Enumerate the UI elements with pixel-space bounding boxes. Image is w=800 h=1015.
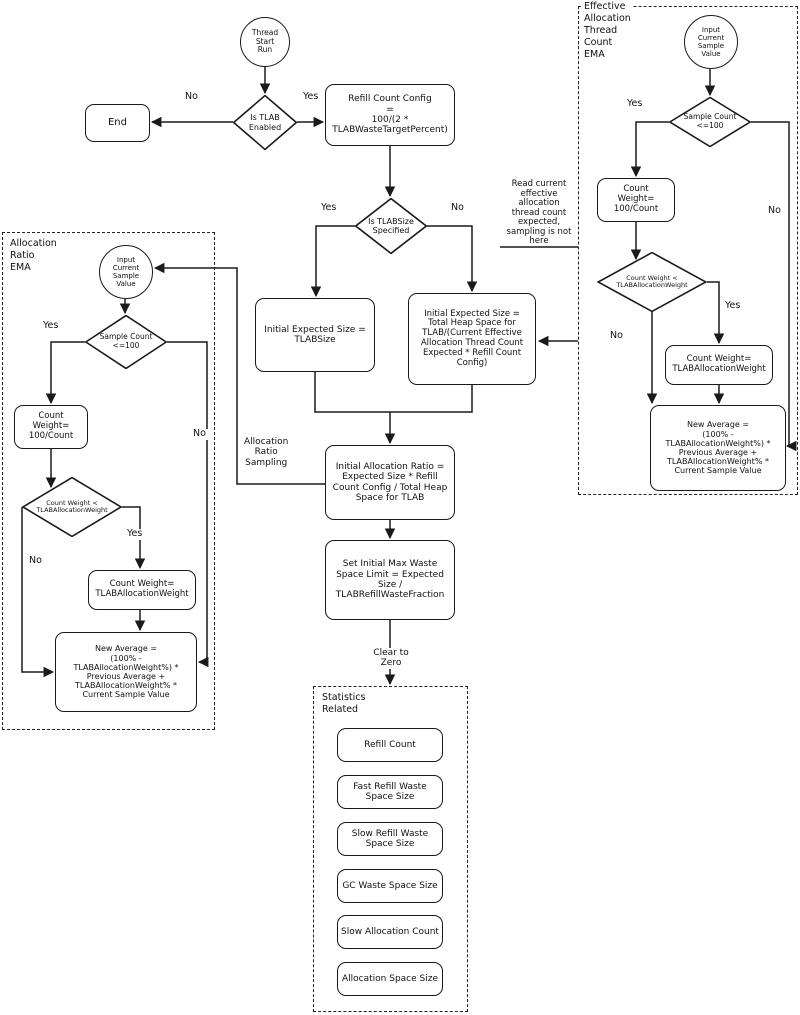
left-ema-input-node: Input Current Sample Value bbox=[99, 245, 153, 299]
decision-label: Sample Count <=100 bbox=[683, 112, 737, 130]
edge-left-sample-no-to-new-average bbox=[167, 341, 209, 668]
decision-label: Count Weight < TLABAllocationWeight bbox=[616, 273, 688, 289]
edge-ratio-sampling-to-ema-input bbox=[153, 262, 325, 485]
left-ema-sample-count-decision: Sample Count <=100 bbox=[85, 315, 167, 369]
diamond-shape bbox=[355, 198, 427, 254]
set-initial-max-waste-label: Set Initial Max Waste Space Limit = Expe… bbox=[335, 559, 445, 601]
right-ema-new-average-node: New Average = (100% - TLABAllocationWeig… bbox=[650, 405, 786, 491]
container-statistics bbox=[313, 686, 468, 1012]
new-average-label: New Average = (100% - TLABAllocationWeig… bbox=[665, 420, 771, 476]
edge-left-no-to-new-average bbox=[21, 507, 55, 678]
edge-label-left-no-sample: No bbox=[191, 428, 208, 440]
right-ema-input-node: Input Current Sample Value bbox=[684, 15, 738, 69]
edge-right-sample-no-to-new-average bbox=[751, 121, 797, 452]
diamond-shape bbox=[233, 95, 297, 150]
stat-allocation-space-size: Allocation Space Size bbox=[337, 962, 443, 996]
input-label: Input Current Sample Value bbox=[112, 255, 140, 289]
initial-expected-size-tlabsize-label: Initial Expected Size = TLABSize bbox=[264, 324, 366, 345]
edge-label-right-yes-sample: Yes bbox=[625, 98, 645, 110]
stat-label: GC Waste Space Size bbox=[342, 880, 438, 891]
right-ema-count-weight-100-node: Count Weight= 100/Count bbox=[597, 178, 675, 222]
stat-label: Slow Allocation Count bbox=[341, 926, 439, 937]
effective-thread-count-ema-title: Effective Allocation Thread Count EMA bbox=[582, 1, 633, 61]
edge-label-left-no-clamp: No bbox=[27, 555, 44, 567]
initial-expected-size-heap-node: Initial Expected Size = Total Heap Space… bbox=[408, 293, 536, 385]
input-label: Input Current Sample Value bbox=[697, 25, 725, 59]
edge-label-allocation-ratio-sampling: Allocation Ratio Sampling bbox=[242, 437, 291, 469]
right-ema-count-weight-set-node: Count Weight= TLABAllocationWeight bbox=[665, 345, 773, 385]
count-weight-set-label: Count Weight= TLABAllocationWeight bbox=[672, 354, 766, 374]
initial-allocation-ratio-node: Initial Allocation Ratio = Expected Size… bbox=[325, 445, 455, 520]
container-effective-thread-count-ema bbox=[578, 6, 798, 495]
edge-left-yes-to-count-weight bbox=[45, 341, 85, 405]
end-node: End bbox=[85, 104, 150, 142]
edge-no-to-expected-heap bbox=[427, 225, 478, 293]
stat-label: Allocation Space Size bbox=[342, 973, 438, 984]
end-label: End bbox=[107, 117, 127, 129]
left-ema-count-weight-set-node: Count Weight= TLABAllocationWeight bbox=[88, 570, 196, 610]
edge-label-right-no-clamp: No bbox=[608, 330, 625, 342]
decision-label: Sample Count <=100 bbox=[99, 332, 153, 350]
start-label: Thread Start Run bbox=[251, 28, 279, 55]
initial-expected-size-heap-label: Initial Expected Size = Total Heap Space… bbox=[420, 308, 524, 368]
edge-label-right-yes-clamp: Yes bbox=[723, 300, 743, 312]
decision-is-tlab-enabled: Is TLAB Enabled bbox=[233, 95, 297, 150]
allocation-ratio-ema-title: Allocation Ratio EMA bbox=[8, 238, 59, 274]
refill-count-config-node: Refill Count Config = 100/(2 * TLABWaste… bbox=[325, 84, 455, 146]
diamond-shape bbox=[85, 315, 167, 369]
edge-label-no-tlabsize: No bbox=[449, 202, 466, 214]
edge-expected-heap-join bbox=[390, 385, 473, 413]
diamond-shape bbox=[597, 252, 707, 312]
container-allocation-ratio-ema bbox=[2, 232, 215, 730]
edge-expected-tlabsize-join bbox=[314, 372, 390, 413]
edge-label-clear-to-zero: Clear to Zero bbox=[369, 648, 413, 669]
diamond-shape bbox=[669, 97, 751, 147]
stat-slow-allocation-count: Slow Allocation Count bbox=[337, 915, 443, 949]
stat-slow-refill-waste: Slow Refill Waste Space Size bbox=[337, 822, 443, 856]
edge-right-yes-to-count-weight bbox=[630, 121, 669, 178]
edge-left-yes-to-set-weight bbox=[122, 506, 146, 570]
right-ema-sample-count-decision: Sample Count <=100 bbox=[669, 97, 751, 147]
decision-is-tlabsize-specified: Is TLABSize Specified bbox=[355, 198, 427, 254]
stat-fast-refill-waste: Fast Refill Waste Space Size bbox=[337, 775, 443, 809]
new-average-label: New Average = (100% - TLABAllocationWeig… bbox=[73, 644, 179, 700]
edge-yes-to-expected-tlabsize bbox=[310, 225, 355, 298]
initial-allocation-ratio-label: Initial Allocation Ratio = Expected Size… bbox=[332, 461, 448, 503]
decision-label: Is TLAB Enabled bbox=[248, 113, 282, 132]
edge-label-left-yes-sample: Yes bbox=[41, 320, 61, 332]
start-node: Thread Start Run bbox=[240, 17, 290, 67]
initial-expected-size-tlabsize-node: Initial Expected Size = TLABSize bbox=[255, 298, 375, 372]
statistics-title: Statistics Related bbox=[320, 692, 368, 716]
edge-right-yes-to-set-weight bbox=[707, 281, 725, 345]
edge-label-yes-tlabsize: Yes bbox=[319, 202, 339, 214]
count-weight-set-label: Count Weight= TLABAllocationWeight bbox=[95, 579, 189, 599]
edge-label-left-yes-clamp: Yes bbox=[125, 528, 145, 540]
stat-label: Fast Refill Waste Space Size bbox=[353, 781, 427, 802]
set-initial-max-waste-node: Set Initial Max Waste Space Limit = Expe… bbox=[325, 540, 455, 620]
read-current-annotation: Read current effective allocation thread… bbox=[506, 179, 572, 247]
left-ema-count-weight-lt-decision: Count Weight < TLABAllocationWeight bbox=[22, 477, 122, 537]
decision-label: Count Weight < TLABAllocationWeight bbox=[36, 498, 108, 514]
count-weight-label: Count Weight= 100/Count bbox=[613, 184, 659, 214]
diamond-shape bbox=[22, 477, 122, 537]
edge-label-no-tlab-enabled: No bbox=[183, 91, 200, 103]
stat-label: Slow Refill Waste Space Size bbox=[351, 828, 429, 849]
refill-count-config-label: Refill Count Config = 100/(2 * TLABWaste… bbox=[332, 94, 448, 136]
stat-label: Refill Count bbox=[364, 739, 416, 750]
right-ema-count-weight-lt-decision: Count Weight < TLABAllocationWeight bbox=[597, 252, 707, 312]
decision-label: Is TLABSize Specified bbox=[368, 216, 414, 235]
count-weight-label: Count Weight= 100/Count bbox=[28, 411, 74, 441]
edge-label-right-no-sample: No bbox=[766, 205, 783, 217]
stat-refill-count: Refill Count bbox=[337, 728, 443, 762]
edge-label-yes-tlab-enabled: Yes bbox=[301, 91, 321, 103]
left-ema-new-average-node: New Average = (100% - TLABAllocationWeig… bbox=[55, 632, 197, 712]
left-ema-count-weight-100-node: Count Weight= 100/Count bbox=[14, 405, 88, 449]
stat-gc-waste: GC Waste Space Size bbox=[337, 869, 443, 903]
